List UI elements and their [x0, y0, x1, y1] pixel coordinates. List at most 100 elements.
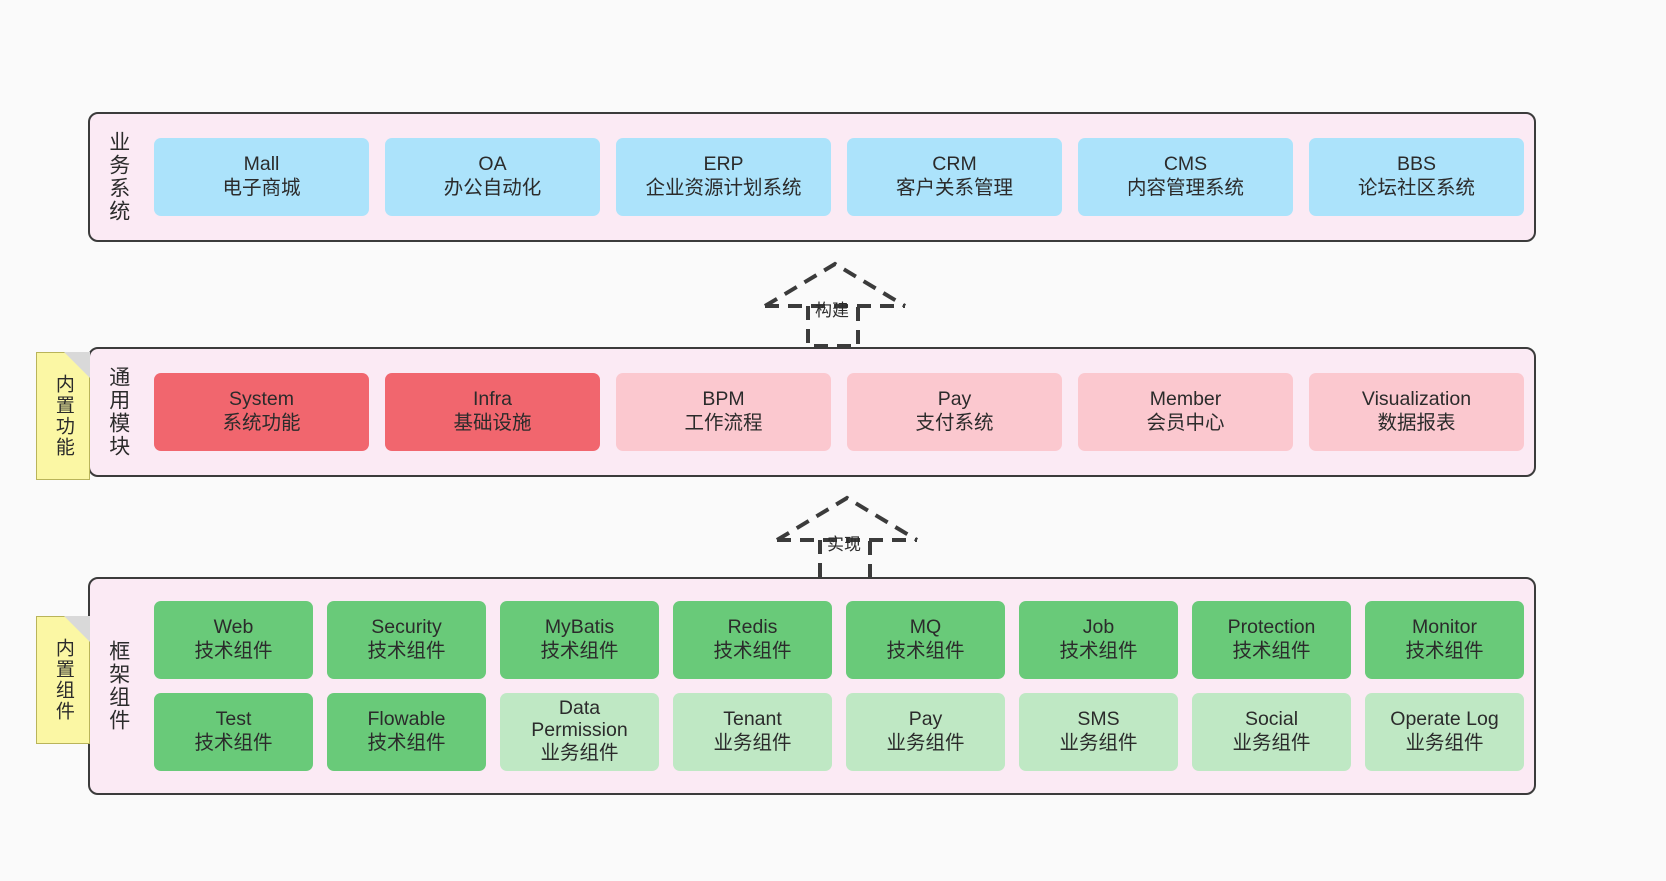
node-label-cn: 论坛社区系统 [1357, 177, 1475, 199]
node-label-cn: 业务组件 [1405, 732, 1484, 754]
node-label-cn: 技术组件 [1405, 640, 1484, 662]
node-protection[interactable]: Protection 技术组件 [1192, 601, 1351, 679]
node-label-cn: 技术组件 [540, 640, 619, 662]
node-label-en: MyBatis [544, 616, 615, 639]
node-label-en: Infra [472, 388, 513, 411]
node-label-en: Test [215, 708, 252, 731]
node-label-en: Monitor [1411, 616, 1478, 639]
node-label-en: Protection [1227, 616, 1316, 639]
node-bpm[interactable]: BPM 工作流程 [616, 373, 831, 451]
node-operate-log[interactable]: Operate Log 业务组件 [1365, 693, 1524, 771]
node-label-en: Tenant [723, 708, 782, 731]
node-label-en: CRM [932, 153, 977, 176]
note-builtin-function: 内置功能 [36, 352, 90, 480]
node-crm[interactable]: CRM 客户关系管理 [847, 138, 1062, 216]
node-label-en: ERP [703, 153, 744, 176]
node-cms[interactable]: CMS 内容管理系统 [1078, 138, 1293, 216]
layer-business-system: 业务系统 Mall 电子商城 OA 办公自动化 ERP 企业资源计划系统 CRM… [88, 112, 1536, 242]
layer-body-business-system: Mall 电子商城 OA 办公自动化 ERP 企业资源计划系统 CRM 客户关系… [146, 114, 1534, 240]
node-label-en: BPM [702, 388, 745, 411]
node-label-en: MQ [909, 616, 942, 639]
node-oa[interactable]: OA 办公自动化 [385, 138, 600, 216]
node-bbs[interactable]: BBS 论坛社区系统 [1309, 138, 1524, 216]
node-label-cn: 业务组件 [1059, 732, 1138, 754]
node-label-cn: 技术组件 [194, 640, 273, 662]
node-label-en: Member [1149, 388, 1222, 411]
node-label-en: Web [213, 616, 254, 639]
node-label-cn: 内容管理系统 [1126, 177, 1244, 199]
node-tenant[interactable]: Tenant 业务组件 [673, 693, 832, 771]
framework-row-business: Test 技术组件 Flowable 技术组件 Data Permission … [154, 693, 1524, 771]
node-label-cn: 业务组件 [1232, 732, 1311, 754]
node-label-cn: 技术组件 [886, 640, 965, 662]
node-label-en: Flowable [367, 708, 446, 731]
node-member[interactable]: Member 会员中心 [1078, 373, 1293, 451]
arrow-implement-label: 实现 [827, 535, 861, 554]
node-label-en: Data Permission [531, 697, 628, 742]
node-visualization[interactable]: Visualization 数据报表 [1309, 373, 1524, 451]
framework-row-tech: Web 技术组件 Security 技术组件 MyBatis 技术组件 Redi… [154, 601, 1524, 679]
layer-common-module: 通用模块 System 系统功能 Infra 基础设施 BPM 工作流程 Pay… [88, 347, 1536, 477]
layer-title-common-module: 通用模块 [106, 366, 130, 458]
note-builtin-component: 内置组件 [36, 616, 90, 744]
node-label-cn: 会员中心 [1146, 412, 1225, 434]
node-monitor[interactable]: Monitor 技术组件 [1365, 601, 1524, 679]
node-label-en: BBS [1396, 153, 1437, 176]
node-label-cn: 客户关系管理 [895, 177, 1013, 199]
node-label-en: CMS [1163, 153, 1208, 176]
node-label-en: Redis [727, 616, 778, 639]
arrow-build-label: 构建 [815, 301, 849, 320]
node-label-cn: 技术组件 [713, 640, 792, 662]
node-label-cn: 技术组件 [194, 732, 273, 754]
arrow-build-shape [763, 261, 907, 348]
layer-title-business-system: 业务系统 [106, 131, 130, 223]
node-security[interactable]: Security 技术组件 [327, 601, 486, 679]
node-label-cn: 技术组件 [367, 640, 446, 662]
node-label-en: Mall [243, 153, 280, 176]
note-builtin-function-label: 内置功能 [52, 374, 74, 458]
node-web[interactable]: Web 技术组件 [154, 601, 313, 679]
arrow-build: 构建 [760, 258, 910, 348]
node-pay-component[interactable]: Pay 业务组件 [846, 693, 1005, 771]
note-builtin-component-label: 内置组件 [52, 638, 74, 722]
node-label-cn: 工作流程 [684, 412, 763, 434]
node-label-en: Operate Log [1390, 708, 1499, 731]
node-social[interactable]: Social 业务组件 [1192, 693, 1351, 771]
node-label-cn: 电子商城 [222, 177, 301, 199]
node-label-en: Security [371, 616, 442, 639]
node-data-permission[interactable]: Data Permission 业务组件 [500, 693, 659, 771]
node-label-en: System [228, 388, 294, 411]
node-label-cn: 系统功能 [222, 412, 301, 434]
node-label-cn: 企业资源计划系统 [645, 177, 802, 199]
node-label-cn: 技术组件 [1232, 640, 1311, 662]
node-label-cn: 基础设施 [453, 412, 532, 434]
node-infra[interactable]: Infra 基础设施 [385, 373, 600, 451]
node-label-en: Visualization [1361, 388, 1472, 411]
arrow-implement-shape [775, 495, 919, 582]
node-mybatis[interactable]: MyBatis 技术组件 [500, 601, 659, 679]
node-pay-module[interactable]: Pay 支付系统 [847, 373, 1062, 451]
node-system[interactable]: System 系统功能 [154, 373, 369, 451]
node-label-en: OA [478, 153, 507, 176]
node-label-en: SMS [1077, 708, 1120, 731]
node-label-cn: 技术组件 [1059, 640, 1138, 662]
node-job[interactable]: Job 技术组件 [1019, 601, 1178, 679]
node-label-cn: 办公自动化 [443, 177, 542, 199]
node-redis[interactable]: Redis 技术组件 [673, 601, 832, 679]
node-mall[interactable]: Mall 电子商城 [154, 138, 369, 216]
node-label-cn: 技术组件 [367, 732, 446, 754]
layer-body-common-module: System 系统功能 Infra 基础设施 BPM 工作流程 Pay 支付系统… [146, 349, 1534, 475]
node-label-cn: 业务组件 [540, 741, 619, 764]
node-label-en: Pay [908, 708, 943, 731]
node-sms[interactable]: SMS 业务组件 [1019, 693, 1178, 771]
node-erp[interactable]: ERP 企业资源计划系统 [616, 138, 831, 216]
node-test[interactable]: Test 技术组件 [154, 693, 313, 771]
node-mq[interactable]: MQ 技术组件 [846, 601, 1005, 679]
node-label-cn: 支付系统 [915, 412, 994, 434]
node-label-cn: 业务组件 [886, 732, 965, 754]
node-flowable[interactable]: Flowable 技术组件 [327, 693, 486, 771]
node-label-en: Social [1244, 708, 1299, 731]
layer-body-framework-component: Web 技术组件 Security 技术组件 MyBatis 技术组件 Redi… [146, 579, 1534, 793]
node-label-cn: 数据报表 [1377, 412, 1456, 434]
